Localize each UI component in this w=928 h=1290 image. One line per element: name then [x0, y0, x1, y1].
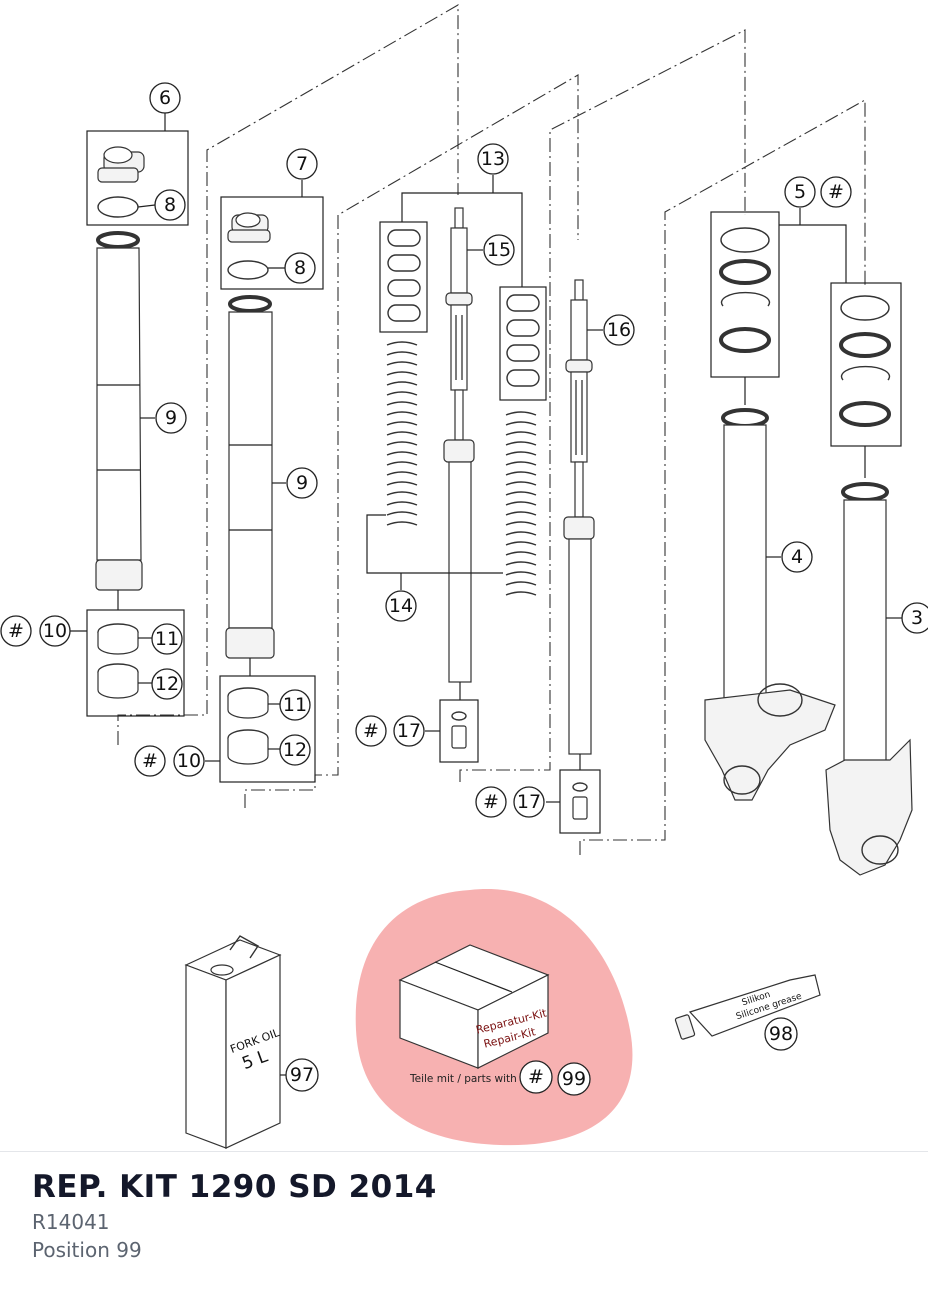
- svg-text:4: 4: [791, 546, 803, 568]
- callout-99-hash[interactable]: #: [519, 1060, 553, 1094]
- svg-text:15: 15: [487, 239, 511, 261]
- svg-text:6: 6: [159, 87, 171, 109]
- svg-text:17: 17: [397, 720, 421, 742]
- callout-10-left[interactable]: 10: [39, 615, 71, 647]
- svg-text:98: 98: [769, 1023, 793, 1045]
- callout-4[interactable]: 4: [781, 541, 813, 573]
- callout-16[interactable]: 16: [603, 314, 635, 346]
- parts-with-label: Teile mit / parts with: [409, 1073, 517, 1085]
- exploded-parts-diagram: Reparatur-Kit Repair-Kit Teile mit / par…: [0, 4, 928, 1149]
- kit-code: R14041: [32, 1210, 110, 1234]
- callout-3[interactable]: 3: [901, 602, 928, 634]
- callout-5[interactable]: 5: [784, 176, 816, 208]
- callout-11-left[interactable]: 11: [151, 623, 183, 655]
- callout-17-right-hash[interactable]: #: [475, 786, 507, 818]
- svg-text:3: 3: [911, 607, 923, 629]
- svg-text:#: #: [528, 1066, 544, 1088]
- callout-9-second[interactable]: 9: [286, 467, 318, 499]
- svg-text:17: 17: [517, 791, 541, 813]
- svg-text:99: 99: [562, 1068, 586, 1090]
- damper-column-right: [546, 279, 603, 834]
- svg-text:#: #: [8, 620, 24, 642]
- svg-text:12: 12: [283, 739, 307, 761]
- fork-column-left: [70, 113, 189, 717]
- svg-text:11: 11: [283, 694, 307, 716]
- callout-17-center[interactable]: 17: [393, 715, 425, 747]
- svg-text:11: 11: [155, 628, 179, 650]
- svg-text:#: #: [142, 750, 158, 772]
- callout-9-left[interactable]: 9: [155, 402, 187, 434]
- svg-text:9: 9: [296, 472, 308, 494]
- svg-text:14: 14: [389, 595, 413, 617]
- svg-text:12: 12: [155, 673, 179, 695]
- callout-5-hash[interactable]: #: [820, 176, 852, 208]
- kit-info-panel: REP. KIT 1290 SD 2014 R14041 Position 99: [32, 1166, 912, 1264]
- svg-text:5: 5: [794, 181, 806, 203]
- kit-title: REP. KIT 1290 SD 2014: [32, 1169, 437, 1205]
- callout-12-second[interactable]: 12: [279, 734, 311, 766]
- kit-position: Position 99: [32, 1238, 142, 1262]
- callout-15[interactable]: 15: [483, 234, 515, 266]
- damper-column-center: [366, 175, 547, 763]
- callout-10-second-hash[interactable]: #: [134, 745, 166, 777]
- callout-12-left[interactable]: 12: [151, 668, 183, 700]
- section-divider: [0, 1151, 928, 1152]
- callout-97[interactable]: 97: [285, 1058, 319, 1092]
- svg-text:9: 9: [165, 407, 177, 429]
- callout-17-center-hash[interactable]: #: [355, 715, 387, 747]
- callout-98[interactable]: 98: [764, 1017, 798, 1051]
- callout-14[interactable]: 14: [385, 590, 417, 622]
- svg-text:97: 97: [290, 1064, 314, 1086]
- callout-17-right[interactable]: 17: [513, 786, 545, 818]
- fork-column-second: [205, 180, 324, 783]
- callout-6[interactable]: 6: [149, 82, 181, 114]
- callout-7[interactable]: 7: [286, 148, 318, 180]
- callout-10-second[interactable]: 10: [173, 745, 205, 777]
- fork-oil-can: FORK OIL 5 L: [184, 935, 286, 1149]
- svg-text:8: 8: [294, 257, 306, 279]
- svg-text:10: 10: [177, 750, 201, 772]
- svg-text:10: 10: [43, 620, 67, 642]
- outer-tube-column: [704, 208, 913, 876]
- assembly-guide-lines: [117, 4, 866, 855]
- callout-8-left[interactable]: 8: [154, 189, 186, 221]
- svg-text:16: 16: [607, 319, 631, 341]
- callout-99[interactable]: 99: [557, 1062, 591, 1096]
- svg-text:7: 7: [296, 153, 308, 175]
- callout-11-second[interactable]: 11: [279, 689, 311, 721]
- svg-text:#: #: [363, 720, 379, 742]
- svg-text:8: 8: [164, 194, 176, 216]
- svg-text:#: #: [828, 181, 844, 203]
- silicone-grease-tube: Silikon Silicone grease: [674, 974, 821, 1040]
- callout-13[interactable]: 13: [477, 143, 509, 175]
- svg-text:#: #: [483, 791, 499, 813]
- callout-10-left-hash[interactable]: #: [0, 615, 32, 647]
- svg-text:13: 13: [481, 148, 505, 170]
- repair-kit-box: Reparatur-Kit Repair-Kit Teile mit / par…: [398, 944, 550, 1085]
- callout-8-second[interactable]: 8: [284, 252, 316, 284]
